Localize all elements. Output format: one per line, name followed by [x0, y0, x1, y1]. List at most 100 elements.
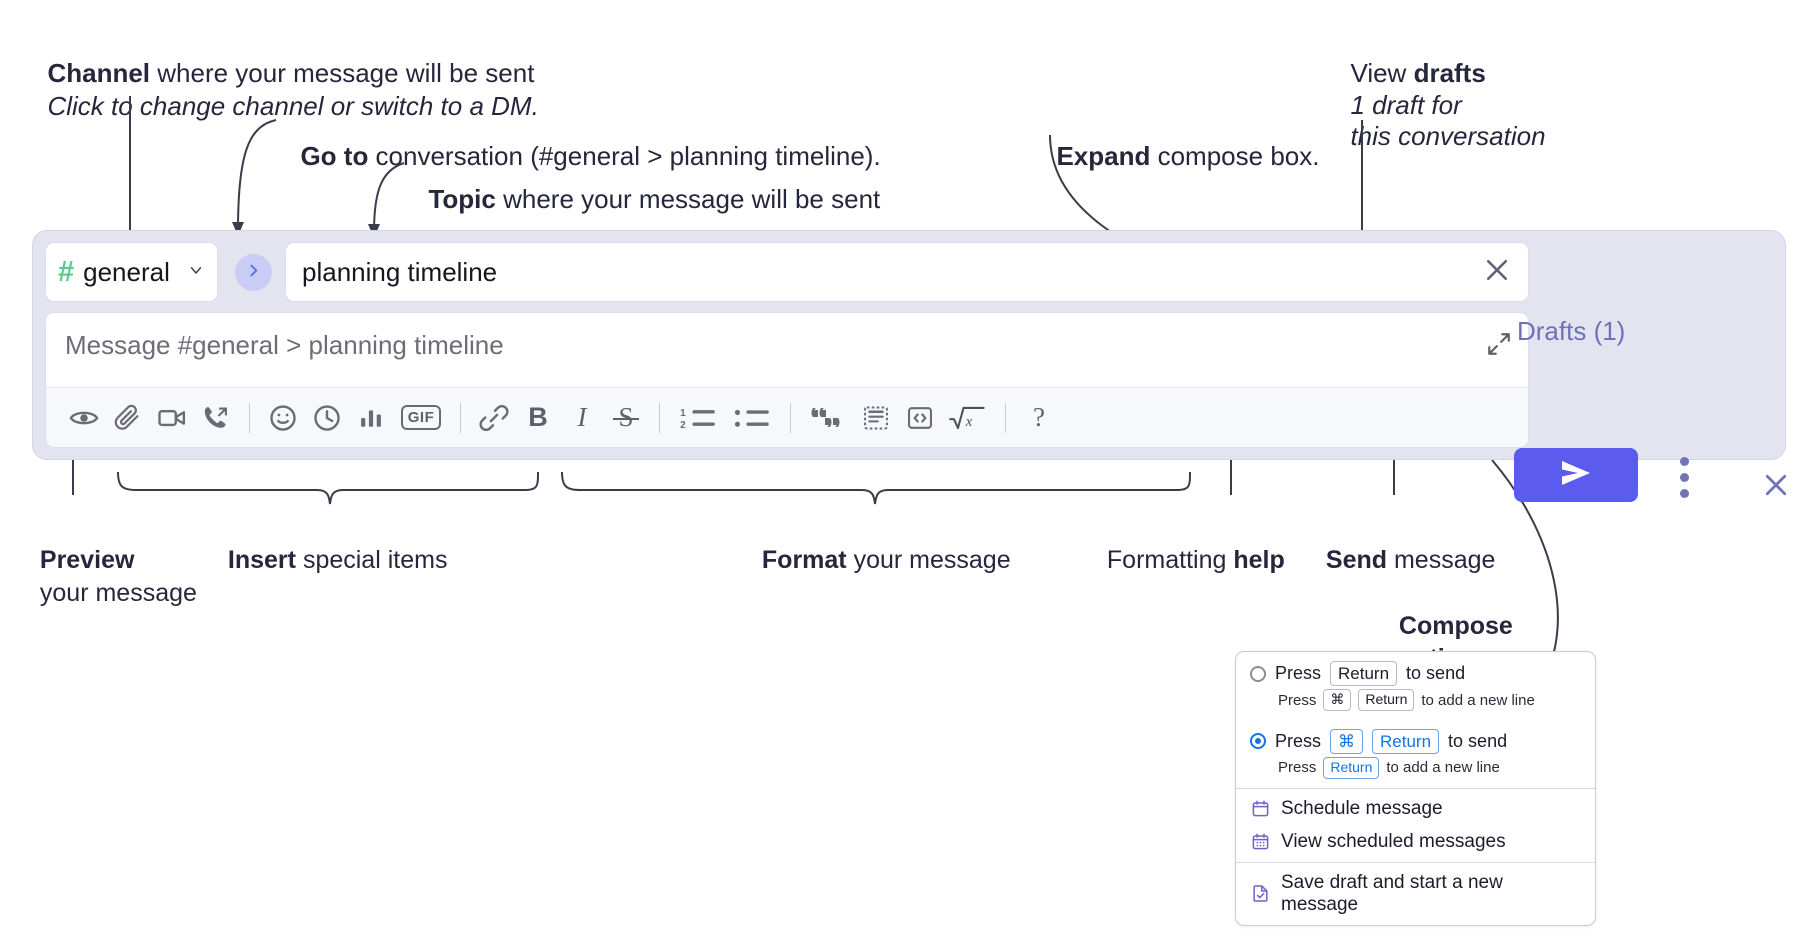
- close-icon[interactable]: [1482, 255, 1512, 290]
- divider: [659, 402, 660, 433]
- calendar-icon: [1250, 799, 1270, 819]
- keycap-return: Return: [1330, 661, 1398, 687]
- annotation-topic: Topic where your message will be sent: [414, 150, 880, 217]
- radio-option-cmd-return-to-send[interactable]: Press ⌘ Return to send: [1236, 720, 1595, 757]
- compose-panel: # general planning timeline Message #gen…: [33, 231, 1787, 496]
- menu-item-view-scheduled-messages[interactable]: View scheduled messages: [1236, 829, 1595, 862]
- radio-option-cmd-return-sub: Press Return to add a new line: [1236, 757, 1595, 788]
- channel-selector[interactable]: # general: [45, 242, 218, 302]
- radio-option-return-to-send[interactable]: Press Return to send: [1236, 652, 1595, 689]
- strikethrough-icon: S: [618, 402, 633, 432]
- more-vertical-icon: [1679, 488, 1689, 498]
- preview-button[interactable]: [62, 398, 106, 438]
- menu-item-schedule-message[interactable]: Schedule message: [1236, 789, 1595, 829]
- poll-button[interactable]: [349, 398, 393, 438]
- ordered-list-button[interactable]: 1 2: [671, 398, 725, 438]
- video-clip-button[interactable]: [150, 398, 194, 438]
- attach-button[interactable]: [106, 398, 150, 438]
- compose-inner: # general planning timeline Message #gen…: [45, 242, 1529, 448]
- expand-diagonal-icon: [1486, 333, 1512, 361]
- keycap-command: ⌘: [1323, 689, 1352, 711]
- annotation-help-plain: Formatting: [1106, 546, 1234, 574]
- svg-text:x: x: [965, 413, 973, 429]
- radio-icon[interactable]: [1250, 665, 1266, 682]
- keycap-return: Return: [1323, 757, 1380, 779]
- bold-button[interactable]: B: [516, 398, 560, 438]
- annotation-expand: Expand compose box.: [1042, 107, 1319, 174]
- menu-item-save-draft[interactable]: Save draft and start a new message: [1236, 863, 1595, 925]
- compose-options-button[interactable]: [1672, 455, 1696, 499]
- annotation-preview-bold: Preview: [39, 546, 135, 574]
- annotation-drafts-italic1: 1 draft for: [1350, 90, 1462, 121]
- italic-button[interactable]: I: [560, 398, 604, 438]
- formatting-help-button[interactable]: ?: [1017, 398, 1061, 438]
- radio-press-label: Press: [1275, 663, 1322, 684]
- annotation-preview: Preview: [26, 512, 135, 576]
- message-compose-card: Message #general > planning timeline: [45, 312, 1529, 448]
- more-vertical-icon: [1679, 472, 1689, 482]
- annotation-preview-sub: your message: [26, 545, 197, 609]
- divider: [790, 402, 791, 433]
- math-button[interactable]: x: [942, 398, 994, 438]
- annotation-drafts-plain: View: [1350, 58, 1414, 89]
- more-vertical-icon: [1679, 456, 1689, 466]
- bulleted-list-button[interactable]: [725, 398, 779, 438]
- radio-tail-label: to send: [1406, 663, 1466, 684]
- goto-conversation-button[interactable]: [235, 254, 272, 291]
- sub-press-label: Press: [1278, 759, 1317, 777]
- blockquote-button[interactable]: [802, 398, 854, 438]
- annotation-format-bold: Format: [761, 546, 847, 574]
- annotation-format: Format your message: [748, 512, 1011, 576]
- topic-value: planning timeline: [302, 256, 498, 287]
- expand-compose-button[interactable]: [1486, 331, 1512, 362]
- reminder-button[interactable]: [305, 398, 349, 438]
- annotation-drafts-bold: drafts: [1413, 58, 1486, 89]
- annotation-topic-rest: where your message will be sent: [495, 184, 881, 215]
- link-button[interactable]: [472, 398, 516, 438]
- svg-text:1: 1: [680, 407, 686, 418]
- sub-press-label: Press: [1278, 691, 1317, 709]
- annotation-preview-rest: your message: [39, 579, 197, 607]
- gif-button[interactable]: GIF: [393, 398, 449, 438]
- inline-code-button[interactable]: [898, 398, 942, 438]
- menu-item-label: View scheduled messages: [1281, 830, 1506, 852]
- radio-option-return-sub: Press ⌘ Return to add a new line: [1236, 689, 1595, 720]
- annotation-insert-bold: Insert: [227, 546, 296, 574]
- channel-name-label: general: [83, 256, 170, 287]
- strikethrough-button[interactable]: S: [604, 398, 648, 438]
- italic-icon: I: [577, 402, 587, 432]
- sub-tail-label: to add a new line: [1386, 759, 1500, 777]
- file-check-icon: [1250, 884, 1270, 904]
- annotation-channel: Channel where your message will be sent: [33, 24, 534, 91]
- question-mark-icon: ?: [1033, 402, 1045, 432]
- code-block-button[interactable]: [854, 398, 898, 438]
- menu-item-label: Schedule message: [1281, 797, 1443, 819]
- radio-tail-label: to send: [1448, 730, 1508, 751]
- close-compose-button[interactable]: [1761, 470, 1791, 505]
- menu-divider: [1236, 861, 1595, 863]
- topic-input[interactable]: planning timeline: [285, 242, 1529, 302]
- annotation-drafts-sub1: 1 draft for: [1336, 56, 1462, 123]
- strike-line: [613, 417, 639, 420]
- send-button[interactable]: [1514, 448, 1638, 502]
- gif-icon: GIF: [400, 405, 442, 430]
- chevron-right-icon: [245, 262, 262, 284]
- audio-clip-button[interactable]: [194, 398, 238, 438]
- formatting-toolbar: GIF B I S: [46, 387, 1528, 447]
- annotation-insert-rest: special items: [296, 546, 448, 574]
- annotation-expand-bold: Expand: [1056, 141, 1151, 172]
- annotation-expand-rest: compose box.: [1150, 141, 1320, 172]
- drafts-link[interactable]: Drafts (1): [1517, 316, 1626, 346]
- divider: [249, 402, 250, 433]
- calendar-grid-icon: [1250, 832, 1270, 852]
- annotation-drafts: View drafts: [1336, 24, 1486, 91]
- send-paper-plane-icon: [1556, 456, 1596, 495]
- annotation-formatting-help: Formatting help: [1093, 512, 1285, 576]
- radio-icon-selected[interactable]: [1250, 733, 1266, 750]
- chevron-down-icon: [187, 261, 205, 284]
- keycap-return: Return: [1358, 689, 1415, 711]
- annotation-send: Send message: [1312, 512, 1496, 576]
- radio-press-label: Press: [1275, 730, 1322, 751]
- message-input[interactable]: Message #general > planning timeline: [65, 330, 504, 360]
- emoji-button[interactable]: [261, 398, 305, 438]
